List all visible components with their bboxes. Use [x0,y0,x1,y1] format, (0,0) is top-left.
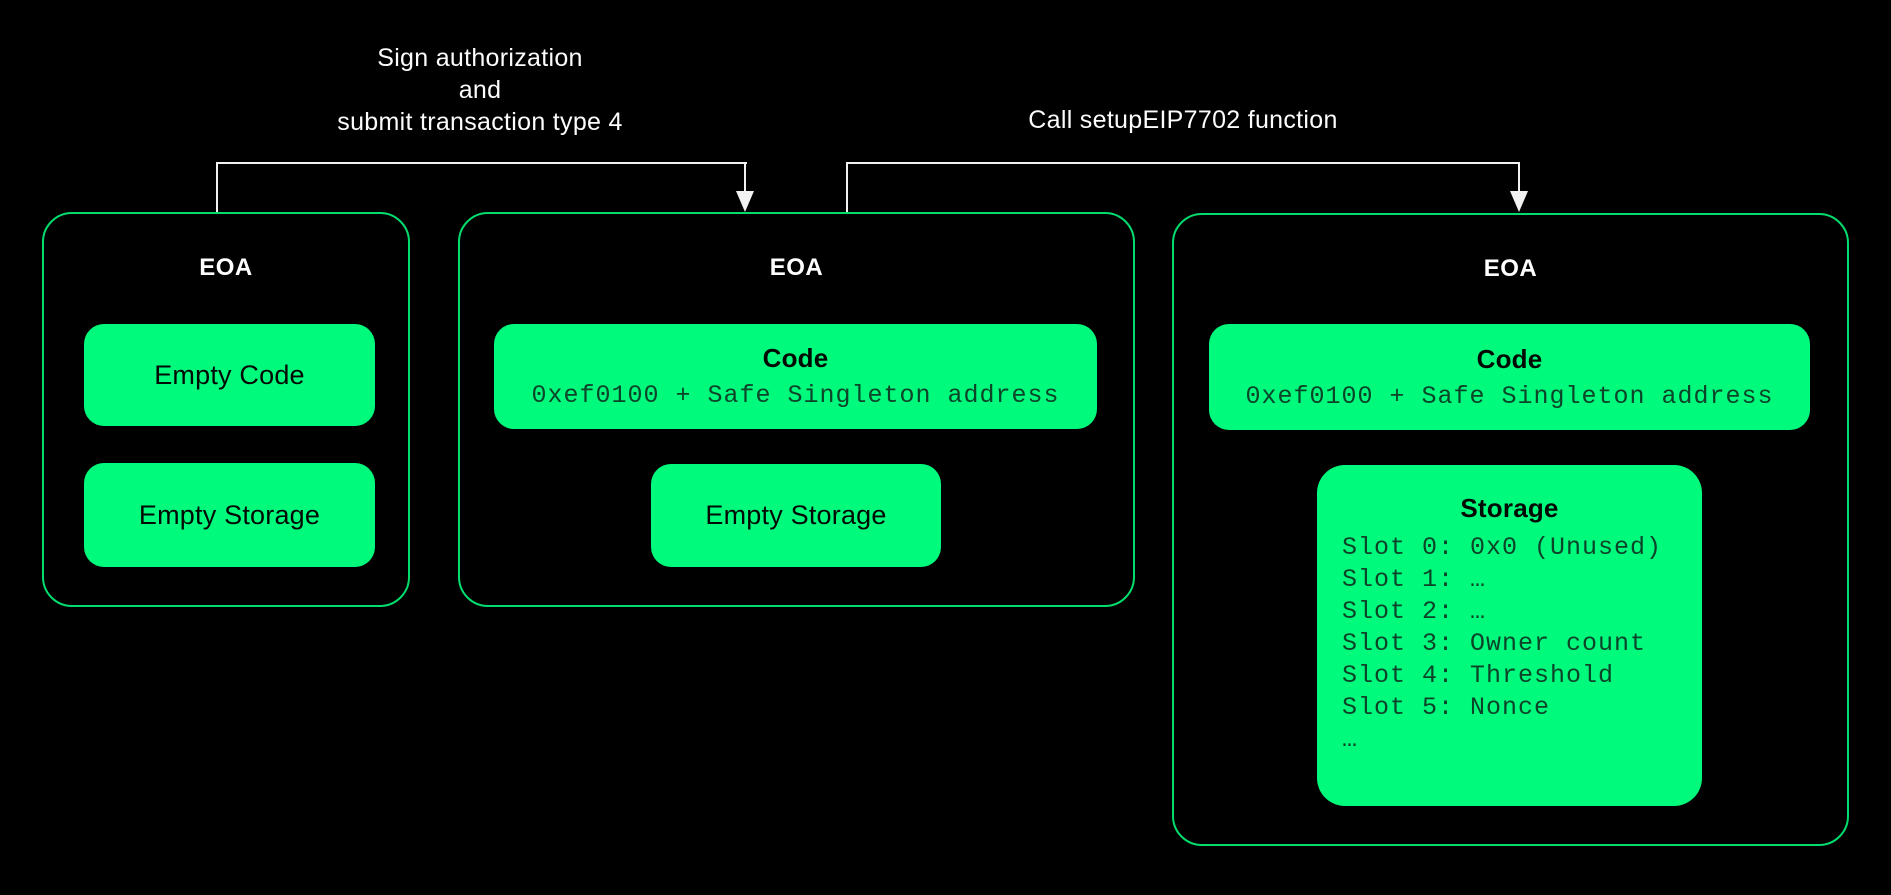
chip-title: Code [1476,343,1543,374]
chip-empty-storage: Empty Storage [651,464,941,567]
eoa-title: EOA [199,254,253,281]
chip-empty-storage: Empty Storage [84,463,375,567]
annotation-sign-authorization: Sign authorization and submit transactio… [230,42,730,138]
arrowhead-down-icon [736,191,754,212]
arrow-segment-vertical [846,162,848,212]
chip-empty-code: Empty Code [84,324,375,426]
chip-storage-slots: Storage Slot 0: 0x0 (Unused) Slot 1: … S… [1317,465,1702,806]
arrow-segment-vertical [1518,162,1520,193]
annotation-line: Call setupEIP7702 function [1028,106,1338,134]
arrow-segment-horizontal [216,162,747,164]
arrow-segment-vertical [744,162,746,193]
annotation-line: and [458,76,502,104]
chip-code-value: 0xef0100 + Safe Singleton address [531,381,1060,410]
storage-slot: Slot 1: … [1342,565,1487,594]
chip-title: Code [762,343,829,373]
eoa-box-setup: EOA Code 0xef0100 + Safe Singleton addre… [1172,213,1849,846]
storage-slot: Slot 4: Threshold [1342,661,1615,690]
eoa-box-initial: EOA Empty Code Empty Storage [42,212,410,607]
chip-code-delegated: Code 0xef0100 + Safe Singleton address [494,324,1097,429]
arrow-segment-horizontal [846,162,1520,164]
storage-slot-list: Slot 0: 0x0 (Unused) Slot 1: … Slot 2: …… [1317,532,1702,756]
eoa-title: EOA [1483,255,1538,282]
storage-slot: … [1342,725,1359,754]
storage-slot: Slot 3: Owner count [1342,629,1647,658]
storage-slot: Slot 0: 0x0 (Unused) [1342,533,1663,562]
storage-slot: Slot 2: … [1342,597,1487,626]
annotation-line: submit transaction type 4 [337,108,623,136]
chip-title: Storage [1460,493,1559,523]
eoa-title: EOA [769,254,824,281]
storage-slot: Slot 5: Nonce [1342,693,1551,722]
chip-label: Empty Storage [138,499,321,530]
chip-code-delegated: Code 0xef0100 + Safe Singleton address [1209,324,1810,430]
chip-label: Empty Code [154,359,305,390]
chip-label: Empty Storage [705,500,887,530]
arrow-segment-vertical [216,162,218,212]
annotation-call-setup: Call setupEIP7702 function [933,107,1433,133]
eoa-box-delegated: EOA Code 0xef0100 + Safe Singleton addre… [458,212,1135,607]
arrowhead-down-icon [1510,191,1528,212]
annotation-line: Sign authorization [377,44,583,72]
chip-code-value: 0xef0100 + Safe Singleton address [1245,381,1774,411]
